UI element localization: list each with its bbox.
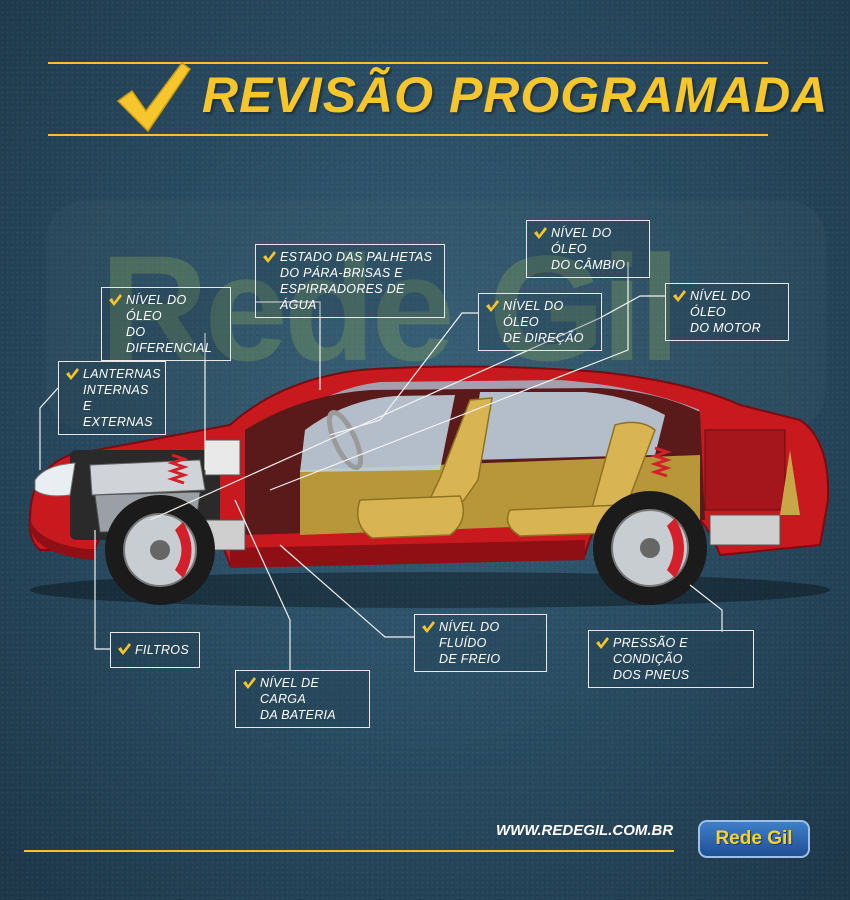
check-icon [534, 227, 547, 239]
check-icon [116, 61, 192, 133]
page-title: REVISÃO PROGRAMADA [202, 67, 829, 123]
label-palhetas-text: ESTADO DAS PALHETAS DO PÁRA-BRISAS E ESP… [280, 250, 433, 312]
check-icon [422, 621, 435, 633]
check-icon [118, 643, 131, 655]
label-oleo-motor: NÍVEL DO ÓLEO DO MOTOR [665, 283, 789, 341]
check-icon [243, 677, 256, 689]
label-fluido-freio: NÍVEL DO FLUÍDO DE FREIO [414, 614, 547, 672]
label-bateria: NÍVEL DE CARGA DA BATERIA [235, 670, 370, 728]
label-oleo-cambio: NÍVEL DO ÓLEO DO CÂMBIO [526, 220, 650, 278]
label-pneus: PRESSÃO E CONDIÇÃO DOS PNEUS [588, 630, 754, 688]
check-icon [673, 290, 686, 302]
check-icon [596, 637, 609, 649]
label-pneus-text: PRESSÃO E CONDIÇÃO DOS PNEUS [613, 636, 690, 682]
label-filtros-text: FILTROS [135, 643, 189, 657]
label-lanternas-text: LANTERNAS INTERNAS E EXTERNAS [83, 367, 161, 429]
check-icon [66, 368, 79, 380]
check-icon [109, 294, 122, 306]
brand-logo: Rede Gil [698, 820, 810, 858]
label-oleo-diferencial: NÍVEL DO ÓLEO DO DIFERENCIAL [101, 287, 231, 361]
footer-line [24, 850, 674, 852]
label-filtros: FILTROS [110, 632, 200, 668]
label-oleo-cambio-text: NÍVEL DO ÓLEO DO CÂMBIO [551, 226, 626, 272]
label-oleo-diferencial-text: NÍVEL DO ÓLEO DO DIFERENCIAL [126, 293, 212, 355]
label-oleo-direcao-text: NÍVEL DO ÓLEO DE DIREÇÃO [503, 299, 584, 345]
label-oleo-motor-text: NÍVEL DO ÓLEO DO MOTOR [690, 289, 761, 335]
label-palhetas: ESTADO DAS PALHETAS DO PÁRA-BRISAS E ESP… [255, 244, 445, 318]
label-fluido-freio-text: NÍVEL DO FLUÍDO DE FREIO [439, 620, 501, 666]
watermark-text: Rede Gil [100, 224, 680, 392]
label-oleo-direcao: NÍVEL DO ÓLEO DE DIREÇÃO [478, 293, 602, 351]
label-lanternas: LANTERNAS INTERNAS E EXTERNAS [58, 361, 166, 435]
header-line-top [48, 62, 768, 64]
header-line-bottom [48, 134, 768, 136]
check-icon [486, 300, 499, 312]
website-link[interactable]: WWW.REDEGIL.COM.BR [496, 822, 674, 839]
label-bateria-text: NÍVEL DE CARGA DA BATERIA [260, 676, 336, 722]
check-icon [263, 251, 276, 263]
